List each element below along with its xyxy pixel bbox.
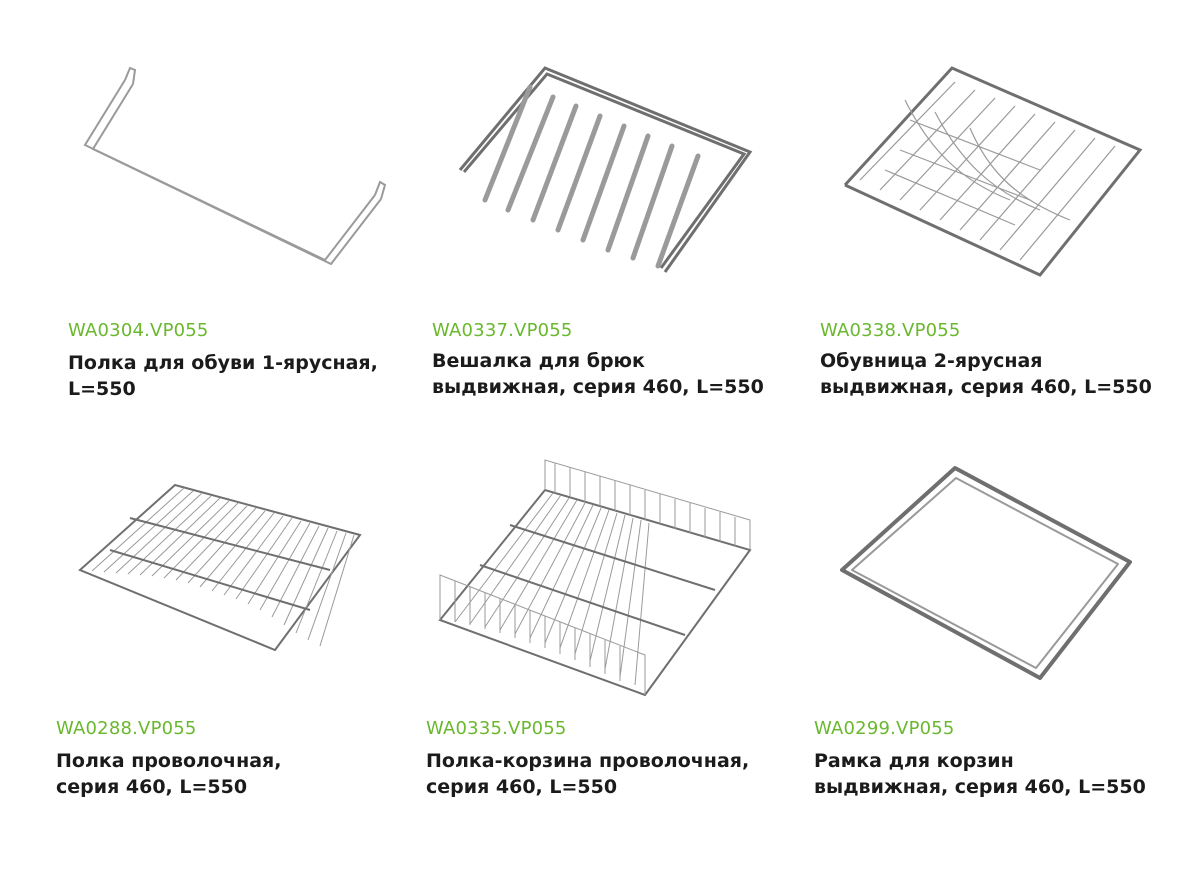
trouser-rack-icon	[450, 60, 760, 285]
wire-basket-shelf-icon	[430, 455, 760, 705]
product-title: Полка проволочная, серия 460, L=550	[56, 748, 281, 800]
product-title: Вешалка для брюк выдвижная, серия 460, L…	[432, 348, 764, 400]
product-title: Рамка для корзин выдвижная, серия 460, L…	[814, 748, 1146, 800]
wire-shelf-icon	[70, 480, 370, 660]
product-title-line: выдвижная, серия 460, L=550	[432, 376, 764, 398]
product-title-line: L=550	[68, 378, 136, 400]
product-title-line: серия 460, L=550	[426, 776, 618, 798]
product-title-line: Рамка для корзин	[814, 750, 1014, 772]
product-title-line: Обувница 2-ярусная	[820, 350, 1043, 372]
product-code: WA0338.VP055	[820, 320, 961, 341]
shoe-rack-2-tier-icon	[840, 60, 1150, 285]
basket-frame-icon	[830, 460, 1140, 685]
product-title-line: выдвижная, серия 460, L=550	[814, 776, 1146, 798]
product-title-line: Полка проволочная,	[56, 750, 282, 772]
product-code: WA0335.VP055	[426, 718, 567, 739]
product-title: Обувница 2-ярусная выдвижная, серия 460,…	[820, 348, 1152, 400]
product-title: Полка для обуви 1-ярусная, L=550	[68, 350, 378, 402]
product-title-line: Полка-корзина проволочная,	[426, 750, 750, 772]
product-title-line: серия 460, L=550	[56, 776, 248, 798]
product-code: WA0337.VP055	[432, 320, 573, 341]
shoe-shelf-1-tier-icon	[75, 60, 395, 270]
product-title-line: выдвижная, серия 460, L=550	[820, 376, 1152, 398]
product-code: WA0288.VP055	[56, 718, 197, 739]
product-code: WA0304.VP055	[68, 320, 209, 341]
product-title-line: Вешалка для брюк	[432, 350, 645, 372]
product-code: WA0299.VP055	[814, 718, 955, 739]
product-title-line: Полка для обуви 1-ярусная,	[68, 352, 378, 374]
product-title: Полка-корзина проволочная, серия 460, L=…	[426, 748, 749, 800]
